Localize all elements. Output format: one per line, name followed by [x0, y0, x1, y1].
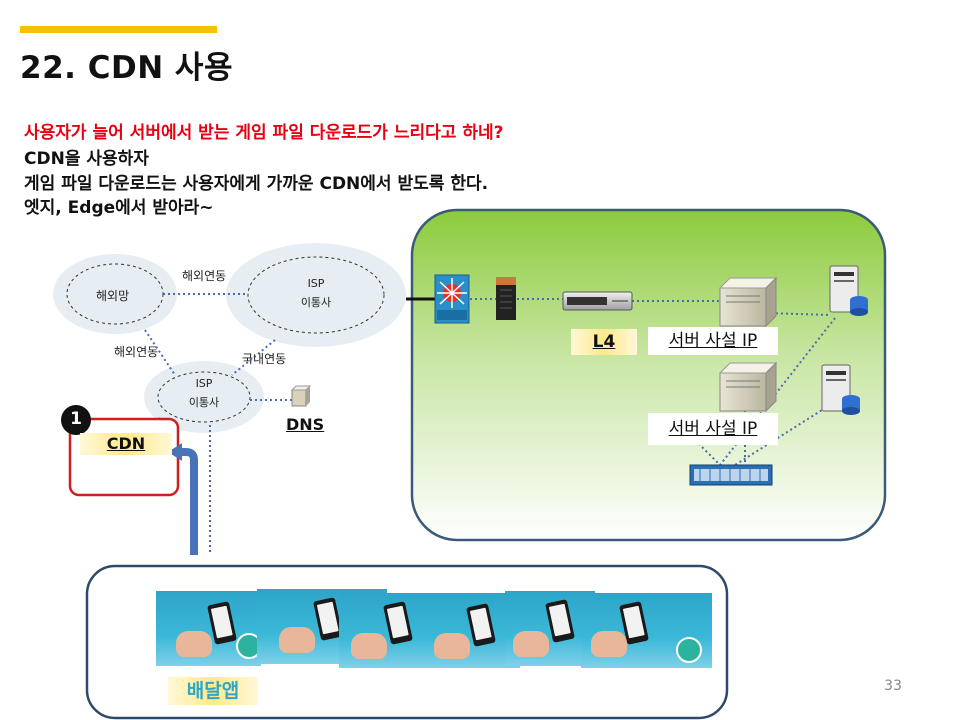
storage-switch-icon [689, 464, 773, 486]
dns-server-icon [290, 385, 312, 407]
delivery-app-label: 배달앱 [168, 677, 258, 705]
text-line-1: 사용자가 늘어 서버에서 받는 게임 파일 다운로드가 느리다고 하네? [24, 123, 504, 143]
overseas-link-left-label: 해외연동 [114, 345, 159, 359]
app-photo [505, 591, 595, 666]
text-line-3: 게임 파일 다운로드는 사용자에게 가까운 CDN에서 받도록 한다. [24, 174, 489, 194]
title-accent-bar [20, 26, 217, 33]
app-photo [581, 593, 712, 668]
server-icon-2 [718, 361, 778, 413]
server-icon-1 [718, 276, 778, 328]
app-photo [156, 591, 261, 666]
dns-label: DNS [286, 415, 325, 434]
domestic-link-label: 국내연동 [242, 352, 287, 366]
isp-top-cloud [226, 243, 406, 347]
database-server-icon-2 [821, 364, 860, 415]
cdn-label: CDN [80, 433, 172, 455]
step-badge-number: 1 [70, 409, 82, 429]
firewall-icon [496, 277, 516, 320]
overseas-net-cloud [53, 254, 177, 334]
step-badge [61, 405, 91, 435]
text-line-2: CDN을 사용하자 [24, 149, 149, 169]
download-arrow [180, 448, 198, 555]
page-number: 33 [884, 678, 902, 694]
overseas-link-top-label: 해외연동 [182, 269, 227, 283]
l4-label: L4 [571, 329, 637, 355]
server-private-ip-label-1: 서버 사설 IP [648, 327, 778, 355]
slide-title: 22. CDN 사용 [20, 50, 233, 86]
datacenter-panel [410, 208, 887, 542]
isp-bottom-cloud [144, 361, 264, 433]
app-photo [420, 593, 520, 668]
text-line-4: 엣지, Edge에서 받아라~ [24, 198, 214, 218]
server-private-ip-label-2: 서버 사설 IP [648, 413, 778, 445]
database-server-icon-1 [829, 265, 868, 316]
overseas-net-label: 해외망 [96, 289, 130, 303]
